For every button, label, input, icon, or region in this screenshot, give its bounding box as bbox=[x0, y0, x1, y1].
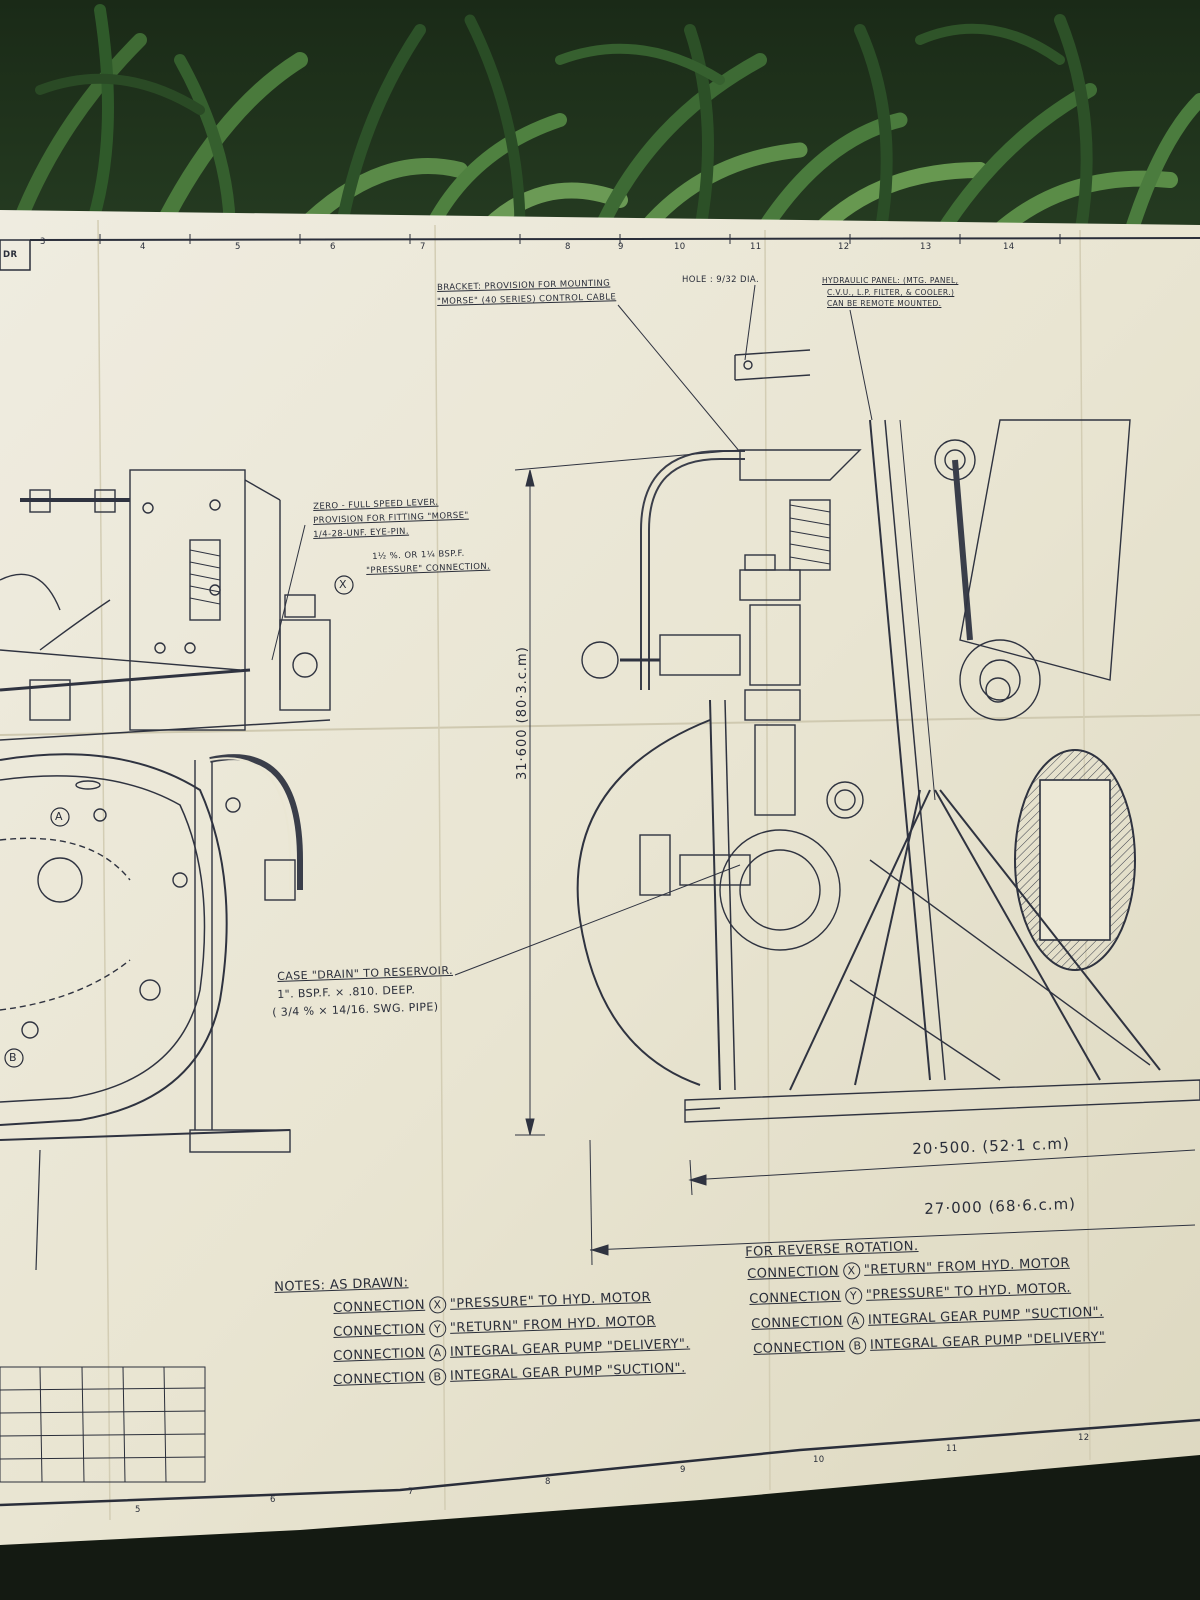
reverse-row-mark: X bbox=[842, 1262, 861, 1280]
ruler-number: 8 bbox=[565, 242, 571, 252]
height-dimension: 31·600 (80·3.c.m) bbox=[515, 646, 530, 780]
notes-row-label: CONNECTION bbox=[333, 1321, 426, 1340]
ruler-number: 3 bbox=[40, 237, 46, 247]
ruler-number: 8 bbox=[545, 1477, 551, 1487]
dimension-lines bbox=[514, 449, 1196, 1266]
hole-callout: HOLE : 9/32 DIA. bbox=[682, 275, 760, 285]
hydraulic-callout-line2: C.V.U., L.P. FILTER, & COOLER.) bbox=[827, 288, 955, 297]
ruler-number: 10 bbox=[674, 242, 686, 252]
marker-x-label: X bbox=[339, 578, 347, 591]
revision-table bbox=[0, 1366, 206, 1483]
reverse-row-mark: Y bbox=[844, 1287, 863, 1305]
right-machine-drawing bbox=[514, 349, 1200, 1266]
ruler-number: 10 bbox=[813, 1455, 825, 1465]
connection-markers bbox=[4, 575, 354, 1068]
notes-row-mark: B bbox=[428, 1368, 447, 1386]
ruler-number: 5 bbox=[135, 1505, 141, 1515]
ruler-number: 14 bbox=[1003, 242, 1015, 252]
leader-lines bbox=[271, 284, 873, 976]
marker-a-label: A bbox=[55, 810, 63, 823]
reverse-row-mark: A bbox=[846, 1312, 865, 1330]
notes-row-label: CONNECTION bbox=[333, 1345, 426, 1364]
ruler-number: 9 bbox=[680, 1465, 686, 1475]
reverse-row-label: CONNECTION bbox=[749, 1288, 842, 1307]
notes-row-label: CONNECTION bbox=[333, 1369, 426, 1388]
ruler-number: 12 bbox=[1078, 1433, 1090, 1443]
notes-row-mark: A bbox=[428, 1344, 447, 1362]
reverse-row-label: CONNECTION bbox=[753, 1338, 846, 1357]
ruler-number: 11 bbox=[946, 1444, 958, 1454]
hydraulic-callout-line3: CAN BE REMOTE MOUNTED. bbox=[827, 299, 942, 308]
ruler-number: 5 bbox=[235, 242, 241, 252]
ruler-number: 6 bbox=[330, 242, 336, 252]
drawing-border bbox=[0, 234, 1200, 1507]
ruler-number: 9 bbox=[618, 242, 624, 252]
ruler-number: 12 bbox=[838, 242, 850, 252]
marker-b-label: B bbox=[9, 1051, 17, 1064]
hydraulic-callout-line1: HYDRAULIC PANEL: (MTG. PANEL, bbox=[822, 276, 959, 285]
notes-row-label: CONNECTION bbox=[333, 1297, 426, 1316]
ruler-number: 6 bbox=[270, 1495, 276, 1505]
gear-wheel bbox=[1014, 749, 1136, 971]
ruler-number: 7 bbox=[420, 242, 426, 252]
notes-row-mark: Y bbox=[428, 1320, 447, 1338]
ruler-number: 11 bbox=[750, 242, 762, 252]
ruler-number: 13 bbox=[920, 242, 932, 252]
ruler-number: 7 bbox=[408, 1487, 414, 1497]
notes-row-mark: X bbox=[428, 1296, 447, 1314]
reverse-row-label: CONNECTION bbox=[747, 1263, 840, 1282]
title-block-fragment: DR bbox=[3, 250, 18, 260]
reverse-row-mark: B bbox=[848, 1337, 867, 1355]
reverse-row-label: CONNECTION bbox=[751, 1313, 844, 1332]
ruler-number: 4 bbox=[140, 242, 146, 252]
left-machine-drawing bbox=[0, 469, 331, 1271]
